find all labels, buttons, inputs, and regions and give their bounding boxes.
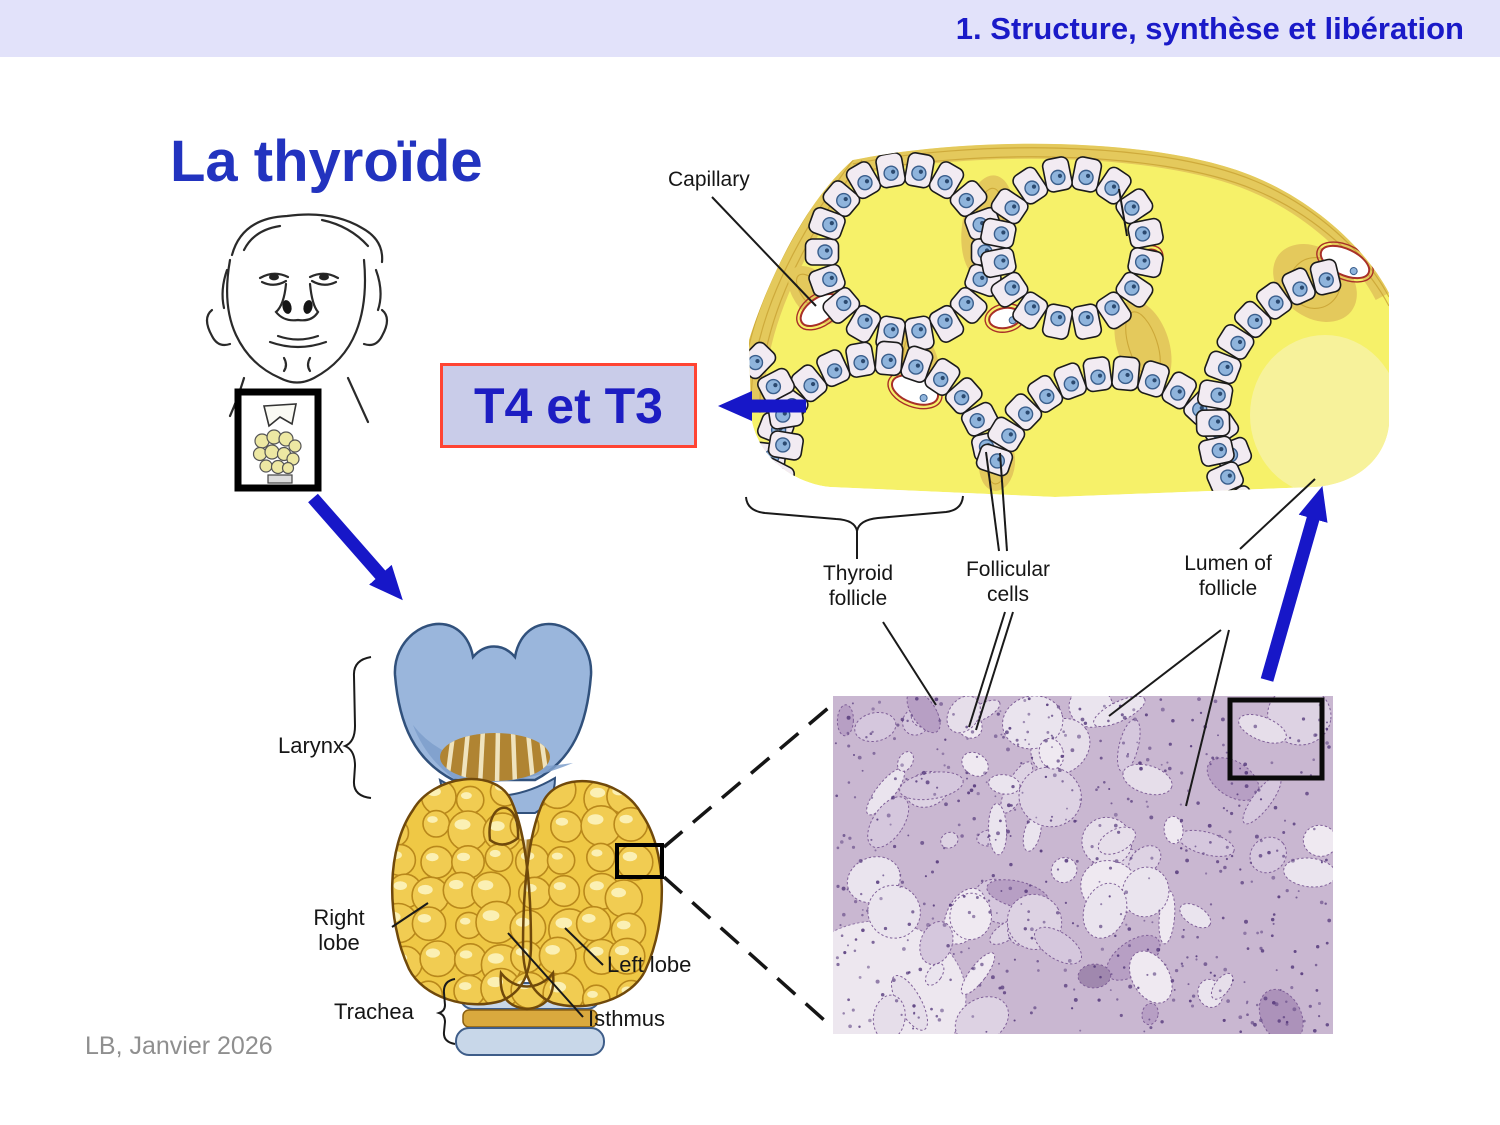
label-isthmus: Isthmus: [588, 1006, 666, 1031]
label-larynx: Larynx: [278, 733, 345, 758]
face-illustration: [205, 213, 389, 492]
mini-thyroid-sketch: [252, 403, 302, 484]
header-bar: 1. Structure, synthèse et libération: [0, 0, 1500, 57]
label-lumen-of-follicle: Lumen of follicle: [1184, 552, 1272, 600]
hormone-box: T4 et T3: [440, 363, 697, 448]
nostril-right: [303, 300, 313, 314]
label-follicular-cells: Follicular cells: [965, 558, 1051, 606]
label-right-lobe: Right lobe: [313, 905, 365, 956]
page-title: La thyroïde: [170, 129, 483, 194]
eye-left: [269, 273, 279, 281]
hormone-box-label: T4 et T3: [474, 377, 663, 434]
label-trachea: Trachea: [334, 999, 414, 1024]
micrograph-zoom-box: [1227, 697, 1325, 781]
label-left-lobe: Left lobe: [607, 952, 692, 977]
header-title: 1. Structure, synthèse et libération: [955, 10, 1464, 46]
label-thyroid-follicle: Thyroid follicle: [822, 562, 894, 610]
label-capillary: Capillary: [668, 168, 750, 191]
nostril-left: [282, 300, 292, 314]
follicle-illustration: [749, 143, 1389, 497]
arrow-face-to-larynx: [308, 493, 403, 601]
eye-right: [319, 273, 329, 281]
thyroid-micrograph: [833, 696, 1333, 1034]
larynx-thyroid-illustration: [391, 622, 663, 1056]
striation-lines-1: [444, 733, 550, 781]
footer-note: LB, Janvier 2026: [85, 1032, 273, 1060]
